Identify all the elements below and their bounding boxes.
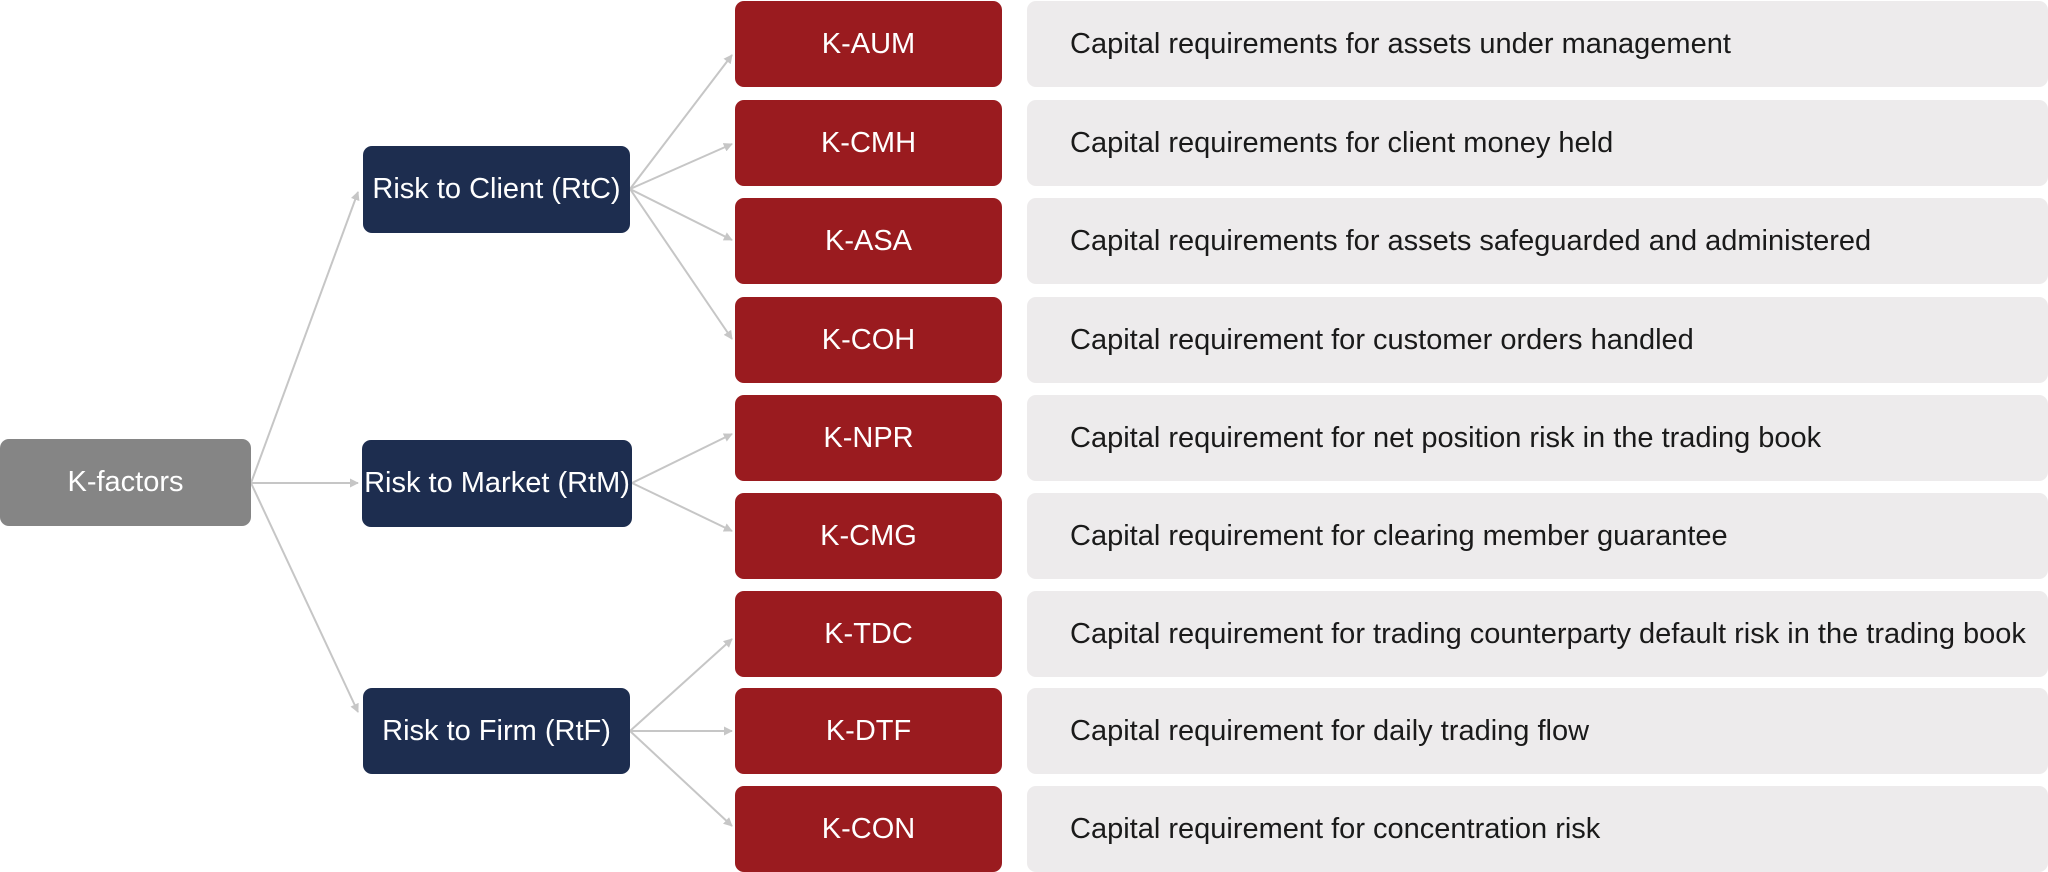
factor-node-k-dtf: K-DTF [735, 688, 1002, 774]
description-k-con: Capital requirement for concentration ri… [1027, 786, 2048, 872]
connector-rtc-k-coh [629, 188, 733, 340]
connector-root-rtf [250, 482, 359, 713]
factor-node-k-tdc: K-TDC [735, 591, 1002, 677]
factor-node-k-asa: K-ASA [735, 198, 1002, 284]
factor-node-k-con: K-CON [735, 786, 1002, 872]
factor-node-k-npr: K-NPR [735, 395, 1002, 481]
factor-node-k-cmg: K-CMG [735, 493, 1002, 579]
description-k-coh: Capital requirement for customer orders … [1027, 297, 2048, 383]
root-node-k-factors: K-factors [0, 439, 251, 526]
group-node-risk-to-firm: Risk to Firm (RtF) [363, 688, 630, 774]
connector-rtm-k-npr [631, 433, 733, 484]
factor-node-k-cmh: K-CMH [735, 100, 1002, 186]
factor-node-k-coh: K-COH [735, 297, 1002, 383]
factor-node-k-aum: K-AUM [735, 1, 1002, 87]
description-k-tdc: Capital requirement for trading counterp… [1027, 591, 2048, 677]
connector-rtm-k-cmg [631, 482, 733, 532]
description-k-npr: Capital requirement for net position ris… [1027, 395, 2048, 481]
description-k-dtf: Capital requirement for daily trading fl… [1027, 688, 2048, 774]
description-k-cmg: Capital requirement for clearing member … [1027, 493, 2048, 579]
connector-rtf-k-con [629, 730, 733, 827]
connector-rtc-k-asa [629, 188, 733, 241]
connector-rtf-k-tdc [629, 638, 733, 732]
connector-rtc-k-cmh [629, 143, 733, 190]
group-node-risk-to-market: Risk to Market (RtM) [362, 440, 632, 527]
description-k-cmh: Capital requirements for client money he… [1027, 100, 2048, 186]
connector-root-rtc [250, 191, 360, 484]
group-node-risk-to-client: Risk to Client (RtC) [363, 146, 630, 233]
description-k-asa: Capital requirements for assets safeguar… [1027, 198, 2048, 284]
description-k-aum: Capital requirements for assets under ma… [1027, 1, 2048, 87]
connector-rtc-k-aum [629, 54, 733, 190]
